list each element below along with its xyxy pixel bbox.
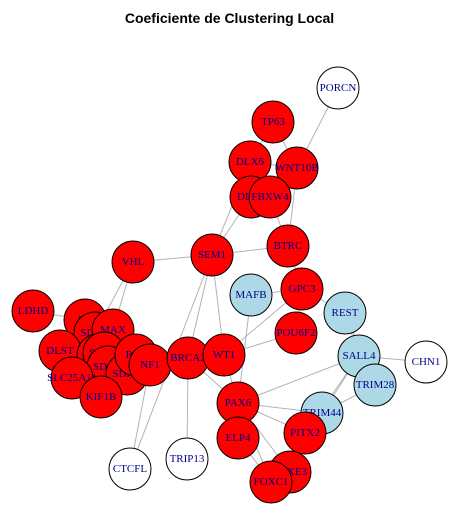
node-trim28[interactable]: TRIM28	[353, 363, 397, 407]
node-elp4[interactable]: ELP4	[216, 416, 260, 460]
node-label: BRCA2	[170, 352, 205, 364]
node-label: WT1	[213, 349, 236, 361]
node-label: FBXW4	[251, 191, 289, 203]
node-label: CHN1	[412, 356, 441, 368]
node-label: NF1	[140, 359, 160, 371]
node-label: FOXC1	[254, 476, 289, 488]
node-circle[interactable]	[266, 224, 310, 268]
node-vhl[interactable]: VHL	[111, 240, 155, 284]
node-mafb[interactable]: MAFB	[229, 273, 273, 317]
node-circle[interactable]	[280, 267, 324, 311]
node-tp63[interactable]: TP63	[251, 100, 295, 144]
node-circle[interactable]	[79, 375, 123, 419]
node-label: BTRC	[274, 240, 303, 252]
node-kif1b[interactable]: KIF1B	[79, 375, 123, 419]
node-label: REST	[332, 307, 359, 319]
node-sem1[interactable]: SEM1	[190, 233, 234, 277]
node-label: TRIP13	[170, 453, 205, 465]
node-circle[interactable]	[111, 240, 155, 284]
node-pou6f2[interactable]: POU6F2	[274, 311, 318, 355]
node-circle[interactable]	[108, 447, 152, 491]
node-label: PORCN	[320, 82, 357, 94]
node-circle[interactable]	[202, 333, 246, 377]
node-ldhd[interactable]: LDHD	[11, 289, 55, 333]
node-label: PAX6	[225, 397, 252, 409]
node-label: CTCFL	[113, 463, 148, 475]
node-porcn[interactable]: PORCN	[316, 66, 360, 110]
node-circle[interactable]	[249, 460, 293, 504]
node-circle[interactable]	[275, 146, 319, 190]
node-circle[interactable]	[323, 291, 367, 335]
node-circle[interactable]	[404, 340, 448, 384]
node-layer: PORCNTP63DLX6WNT10BDLX5FBXW4VHLSEM1BTRCM…	[11, 66, 448, 504]
plot-title: Coeficiente de Clustering Local	[124, 10, 335, 26]
node-label: DLX6	[236, 156, 265, 168]
node-circle[interactable]	[316, 66, 360, 110]
node-circle[interactable]	[248, 175, 292, 219]
node-label: SEM1	[198, 249, 226, 261]
node-label: SLC25A11	[47, 372, 97, 384]
node-label: DLST	[46, 345, 74, 357]
node-dlx6[interactable]: DLX6	[228, 140, 272, 184]
node-circle[interactable]	[229, 273, 273, 317]
node-label: WNT10B	[275, 162, 318, 174]
node-circle[interactable]	[190, 233, 234, 277]
node-label: TRIM28	[356, 379, 395, 391]
node-fbxw4[interactable]: FBXW4	[248, 175, 292, 219]
node-label: GPC3	[289, 283, 316, 295]
node-circle[interactable]	[11, 289, 55, 333]
node-circle[interactable]	[165, 437, 209, 481]
node-label: MAFB	[235, 289, 266, 301]
node-pitx2[interactable]: PITX2	[283, 411, 327, 455]
node-label: TP63	[261, 116, 285, 128]
node-label: KIF1B	[86, 391, 117, 403]
node-label: PITX2	[290, 427, 320, 439]
node-circle[interactable]	[251, 100, 295, 144]
node-circle[interactable]	[353, 363, 397, 407]
node-gpc3[interactable]: GPC3	[280, 267, 324, 311]
node-wnt10b[interactable]: WNT10B	[275, 146, 319, 190]
node-label: LDHD	[18, 305, 49, 317]
node-nf1[interactable]: NF1	[128, 343, 172, 387]
node-label: VHL	[122, 256, 145, 268]
node-trip13[interactable]: TRIP13	[165, 437, 209, 481]
node-label: POU6F2	[276, 327, 315, 339]
node-circle[interactable]	[216, 416, 260, 460]
node-foxc1[interactable]: FOXC1	[249, 460, 293, 504]
node-rest[interactable]: REST	[323, 291, 367, 335]
node-circle[interactable]	[274, 311, 318, 355]
node-wt1[interactable]: WT1	[202, 333, 246, 377]
node-btrc[interactable]: BTRC	[266, 224, 310, 268]
node-label: SALL4	[343, 350, 377, 362]
node-label: ELP4	[225, 432, 251, 444]
node-ctcfl[interactable]: CTCFL	[108, 447, 152, 491]
node-chn1[interactable]: CHN1	[404, 340, 448, 384]
node-brca2[interactable]: BRCA2	[166, 336, 210, 380]
edge-sall4-pax6	[237, 355, 360, 404]
node-circle[interactable]	[283, 411, 327, 455]
